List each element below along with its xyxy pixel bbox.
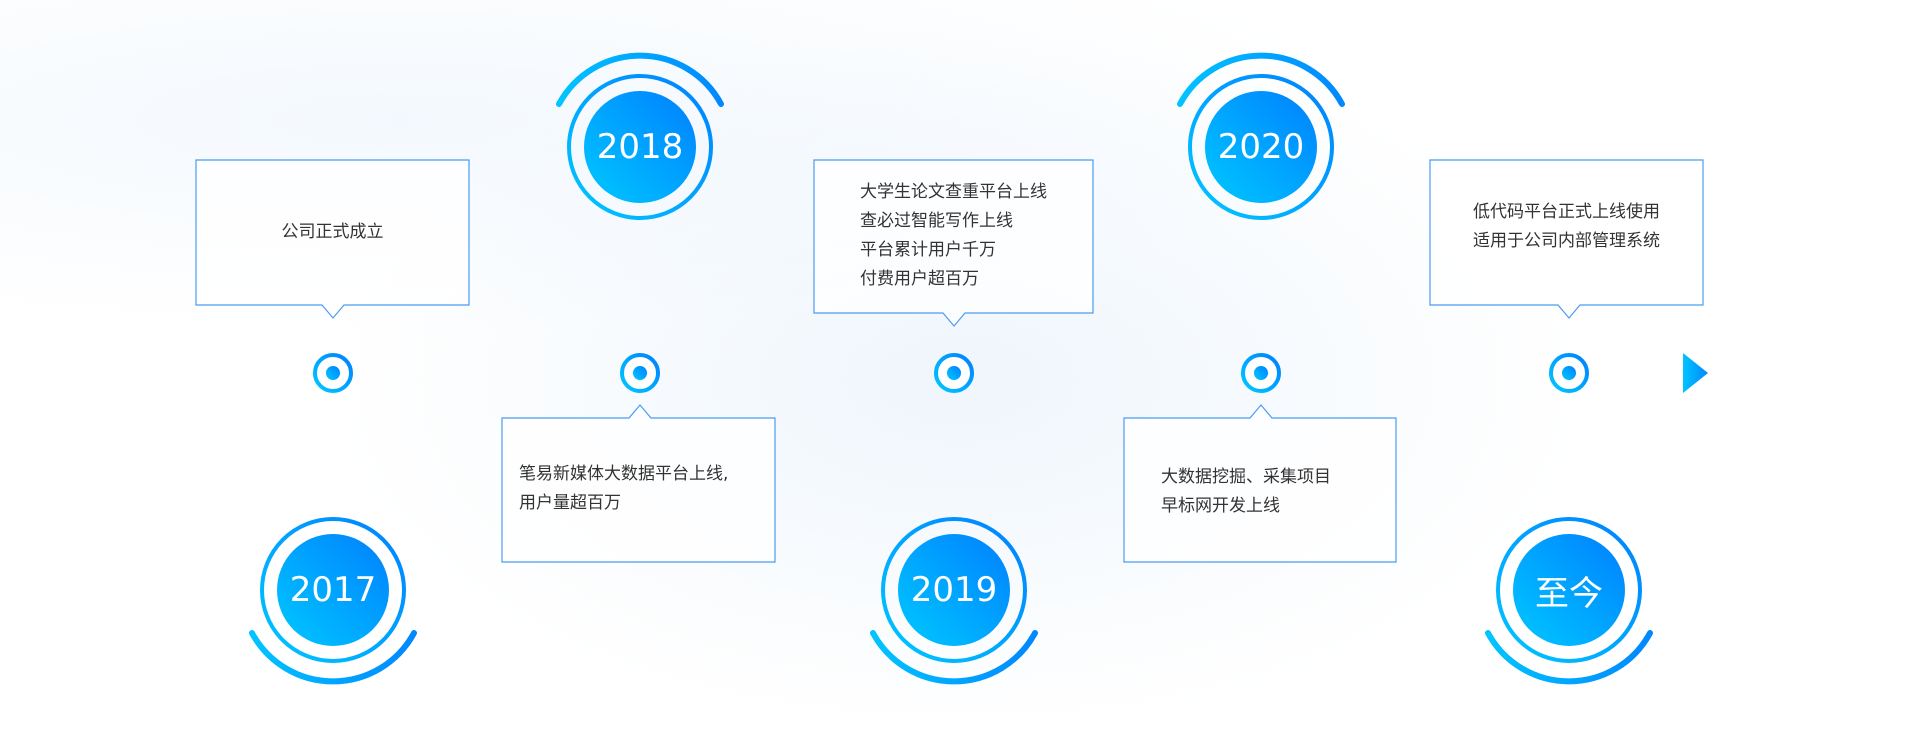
year-label: 至今 (1535, 573, 1603, 614)
year-label: 2020 (1217, 127, 1305, 167)
event-line: 低代码平台正式上线使用 (1473, 202, 1660, 222)
year-decorative-arc (1177, 52, 1345, 107)
event-callout-box (501, 404, 776, 563)
year-circle (1205, 91, 1317, 203)
event-description: 大学生论文查重平台上线查必过智能写作上线平台累计用户千万付费用户超百万 (860, 178, 1047, 294)
year-circle (1513, 534, 1625, 646)
event-callout-box (195, 159, 470, 319)
event-description: 公司正式成立 (196, 218, 469, 247)
year-label: 2017 (289, 570, 377, 610)
event-line: 查必过智能写作上线 (860, 211, 1013, 231)
year-circle (277, 534, 389, 646)
event-description: 大数据挖掘、采集项目早标网开发上线 (1161, 463, 1331, 521)
event-line: 早标网开发上线 (1161, 496, 1280, 516)
year-decorative-arc (870, 630, 1038, 685)
event-callout-box (813, 159, 1094, 327)
year-outer-ring (1496, 517, 1642, 663)
event-line: 笔易新媒体大数据平台上线, (519, 464, 729, 484)
timeline-node-dot (326, 366, 340, 380)
year-outer-ring (881, 517, 1027, 663)
timeline-node-dot (947, 366, 961, 380)
year-outer-ring (567, 74, 713, 220)
event-line: 大学生论文查重平台上线 (860, 182, 1047, 202)
year-label: 2018 (596, 127, 684, 167)
event-callout-box (1429, 159, 1704, 319)
year-circle (898, 534, 1010, 646)
year-label: 2019 (910, 570, 998, 610)
timeline-node-dot (1562, 366, 1576, 380)
timeline-node-dot (1254, 366, 1268, 380)
event-line: 大数据挖掘、采集项目 (1161, 467, 1331, 487)
year-decorative-arc (249, 630, 417, 685)
timeline-arrow-head-icon (1683, 353, 1708, 393)
event-line: 付费用户超百万 (860, 269, 979, 289)
event-description: 低代码平台正式上线使用适用于公司内部管理系统 (1430, 198, 1703, 256)
event-description: 笔易新媒体大数据平台上线, 用户量超百万 (519, 460, 728, 518)
year-outer-ring (1188, 74, 1334, 220)
event-line: 适用于公司内部管理系统 (1473, 231, 1660, 251)
event-line: 用户量超百万 (519, 493, 621, 513)
event-line: 公司正式成立 (281, 222, 384, 242)
year-outer-ring (260, 517, 406, 663)
event-callout-box (1123, 404, 1397, 563)
year-decorative-arc (556, 52, 724, 107)
year-circle (584, 91, 696, 203)
year-decorative-arc (1485, 630, 1653, 685)
event-line: 平台累计用户千万 (860, 240, 996, 260)
timeline-node-dot (633, 366, 647, 380)
